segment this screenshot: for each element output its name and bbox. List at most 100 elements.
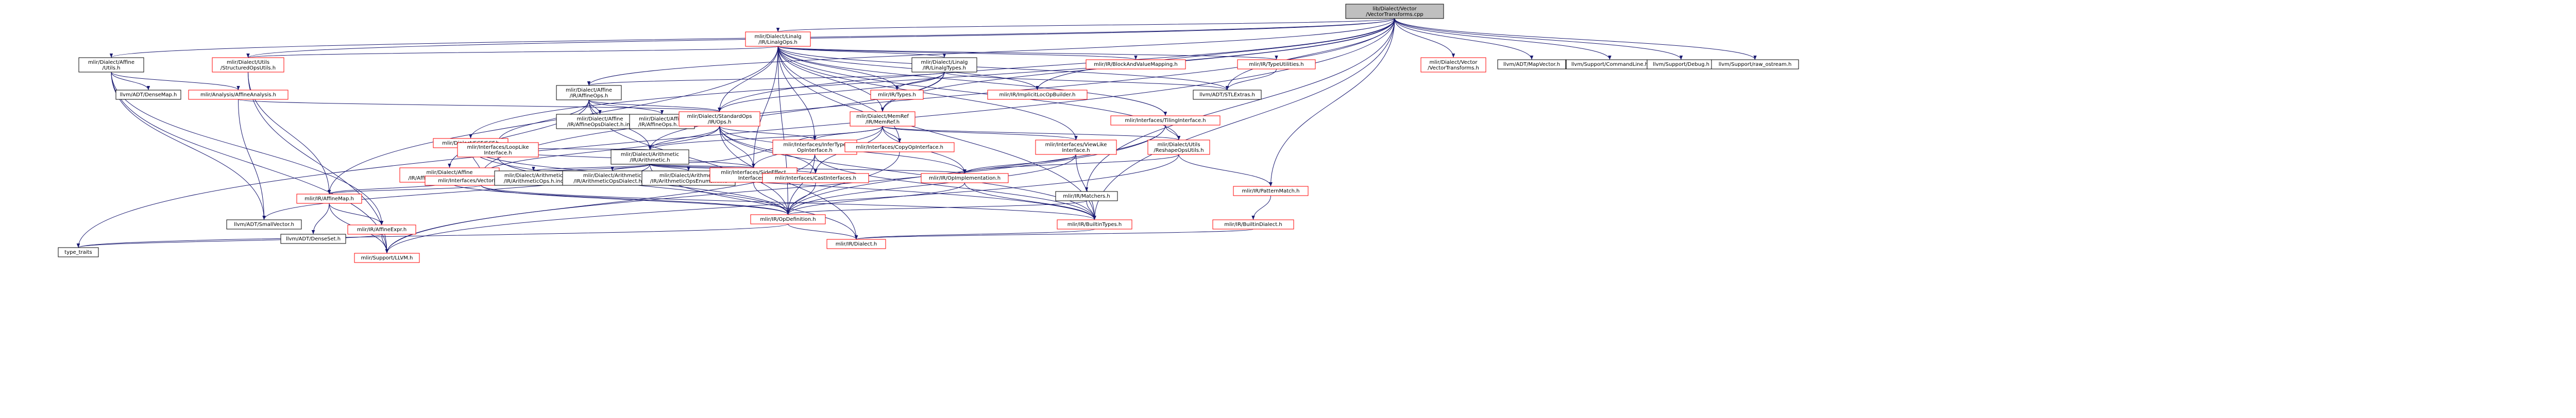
node-reshape_ops_utils[interactable]: mlir/Dialect/Utils/ReshapeOpsUtils.h: [1147, 140, 1210, 155]
edge-root-to-llvm_cmdline: [1394, 18, 1612, 60]
node-op_implementation[interactable]: mlir/IR/OpImplementation.h: [921, 173, 1009, 183]
edge-affine_ops-to-affine_ops_h_inc: [588, 99, 664, 115]
edge-linalg_types-to-affine_ops: [587, 72, 945, 86]
node-box: [1237, 59, 1316, 69]
node-label: /IR/MemRef.h: [866, 119, 900, 125]
node-label: mlir/IR/AffineMap.h: [304, 196, 354, 202]
edge-linalg_ops-to-affine_map: [327, 46, 778, 195]
node-affine_utils: mlir/Dialect/Affine/Utils.h: [78, 57, 144, 73]
node-label: mlir/IR/Types.h: [878, 92, 916, 98]
edge-ir_matchers-to-op_definition: [786, 200, 1087, 215]
node-tiling_interface[interactable]: mlir/Interfaces/TilingInterface.h: [1110, 115, 1221, 126]
node-builtin_dialect[interactable]: mlir/IR/BuiltinDialect.h: [1212, 219, 1294, 230]
edge-vector_interfaces-to-builtin_types: [481, 185, 1096, 220]
node-label: mlir/Dialect/Arithmetic: [621, 152, 679, 158]
edge-pattern_match-to-builtin_dialect: [1251, 195, 1271, 220]
edge-root-to-builtin_types: [1093, 18, 1395, 220]
node-block_and_value_mapping[interactable]: mlir/IR/BlockAndValueMapping.h: [1086, 59, 1186, 69]
node-memref[interactable]: mlir/Dialect/MemRef/IR/MemRef.h: [850, 111, 916, 127]
node-label: OpInterface.h: [797, 148, 833, 153]
edge-op_implementation-to-op_definition: [786, 182, 965, 215]
edge-affine_expr-to-support_llvm: [381, 234, 389, 254]
node-label: mlir/Interfaces/CopyOpInterface.h: [856, 145, 943, 150]
node-box: [1057, 219, 1132, 230]
node-arithmetic: mlir/Dialect/Arithmetic/IR/Arithmetic.h: [611, 149, 689, 165]
node-box: [78, 57, 144, 73]
node-box: [850, 111, 916, 127]
node-label: /IR/ArithmeticOpsDialect.h.inc: [573, 179, 651, 184]
node-label: mlir/Dialect/Affine: [88, 60, 134, 65]
node-label: mlir/IR/Matchers.h: [1063, 194, 1110, 199]
node-label: mlir/Dialect/Arithmetic: [504, 173, 563, 179]
node-label: mlir/Dialect/Utils: [227, 60, 269, 65]
node-affine_expr[interactable]: mlir/IR/AffineExpr.h: [347, 224, 416, 235]
edge-linalg_ops-to-type_utilities: [777, 46, 1278, 60]
node-label: /IR/AffineOps.h.inc: [638, 122, 686, 128]
node-label: /Utils.h: [103, 65, 121, 71]
edge-linalg_ops-to-infer_type_op_interface: [777, 46, 817, 141]
edge-tiling_interface-to-support_llvm: [385, 125, 1166, 254]
node-standard_ops[interactable]: mlir/Dialect/StandardOps/IR/Ops.h: [679, 111, 760, 127]
node-box: [347, 224, 416, 235]
node-label: mlir/Dialect/Vector: [1430, 60, 1478, 65]
node-label: mlir/Dialect/Linalg: [921, 60, 968, 65]
node-implicit_loc_opbuilder[interactable]: mlir/IR/ImplicitLocOpBuilder.h: [987, 90, 1088, 100]
node-llvm_rawostream: llvm/Support/raw_ostream.h: [1711, 59, 1799, 69]
node-linalg_ops[interactable]: mlir/Dialect/Linalg/IR/LinalgOps.h: [745, 31, 811, 47]
node-op_definition[interactable]: mlir/IR/OpDefinition.h: [750, 214, 826, 224]
node-copy_op_interface[interactable]: mlir/Interfaces/CopyOpInterface.h: [844, 142, 955, 152]
node-builtin_types[interactable]: mlir/IR/BuiltinTypes.h: [1057, 219, 1132, 230]
node-label: /IR/Ops.h: [708, 119, 732, 125]
node-box: [1497, 59, 1566, 69]
edge-root-to-llvm_mapvector: [1394, 18, 1534, 60]
edge-root-to-standard_ops: [718, 18, 1395, 112]
edge-memref-to-view_like_interface: [882, 126, 1078, 141]
node-box: [280, 234, 346, 244]
edge-arithmetic-to-op_implementation: [650, 164, 967, 174]
edge-standard_ops-to-vector_interfaces: [479, 126, 720, 177]
node-affine_analysis[interactable]: mlir/Analysis/AffineAnalysis.h: [188, 90, 289, 100]
node-dialect_utils_sio[interactable]: mlir/Dialect/Utils/StructuredOpsUtils.h: [212, 57, 284, 73]
node-box: [1086, 59, 1186, 69]
node-llvm_denseset: llvm/ADT/DenseSet.h: [280, 234, 346, 244]
node-label: llvm/Support/Debug.h: [1653, 62, 1709, 67]
node-support_llvm[interactable]: mlir/Support/LLVM.h: [354, 253, 420, 263]
edge-type_utilities-to-stl_extras: [1225, 68, 1277, 91]
node-vector_transforms[interactable]: mlir/Dialect/Vector/VectorTransforms.h: [1420, 57, 1486, 73]
node-box: [115, 90, 181, 100]
edge-reshape_ops_utils-to-op_implementation: [963, 154, 1179, 174]
node-label: mlir/IR/AffineExpr.h: [357, 227, 406, 233]
node-label: /IR/AffineOpsDialect.h.inc: [567, 122, 633, 128]
edge-linalg_types-to-standard_ops: [718, 72, 945, 112]
node-box: [1110, 115, 1221, 126]
node-type_utilities[interactable]: mlir/IR/TypeUtilities.h: [1237, 59, 1316, 69]
node-label: mlir/Dialect/Utils: [1157, 142, 1200, 148]
node-label: lib/Dialect/Vector: [1372, 6, 1417, 12]
edge-root-to-stl_extras: [1225, 18, 1395, 91]
node-box: [1035, 140, 1117, 155]
node-label: mlir/IR/BuiltinTypes.h: [1067, 222, 1122, 228]
node-ir_dialect[interactable]: mlir/IR/Dialect.h: [826, 239, 886, 249]
edge-linalg_ops-to-implicit_loc_opbuilder: [777, 46, 1039, 91]
edge-standard_ops-to-builtin_types: [719, 126, 1096, 220]
edge-linalg_ops-to-memref: [777, 46, 885, 112]
node-cast_interfaces[interactable]: mlir/Interfaces/CastInterfaces.h: [762, 173, 869, 183]
node-llvm_debug: llvm/Support/Debug.h: [1647, 59, 1716, 69]
edge-root-to-llvm_rawostream: [1394, 18, 1757, 60]
node-label: llvm/ADT/SmallVector.h: [234, 222, 294, 228]
node-label: mlir/Dialect/Affine: [639, 116, 685, 122]
node-ir_types[interactable]: mlir/IR/Types.h: [870, 90, 924, 100]
nodes-layer: lib/Dialect/Vector/VectorTransforms.cppm…: [58, 4, 1799, 263]
node-stl_extras: llvm/ADT/STLExtras.h: [1193, 90, 1262, 100]
node-affine_map[interactable]: mlir/IR/AffineMap.h: [296, 194, 362, 204]
node-affine_ops: mlir/Dialect/Affine/IR/AffineOps.h: [556, 85, 622, 100]
node-box: [1233, 186, 1309, 196]
edge-affine_memory_op_interfaces-to-op_definition: [449, 182, 790, 215]
edge-memref-to-reshape_ops_utils: [882, 126, 1180, 141]
node-box: [296, 194, 362, 204]
node-pattern_match[interactable]: mlir/IR/PatternMatch.h: [1233, 186, 1309, 196]
